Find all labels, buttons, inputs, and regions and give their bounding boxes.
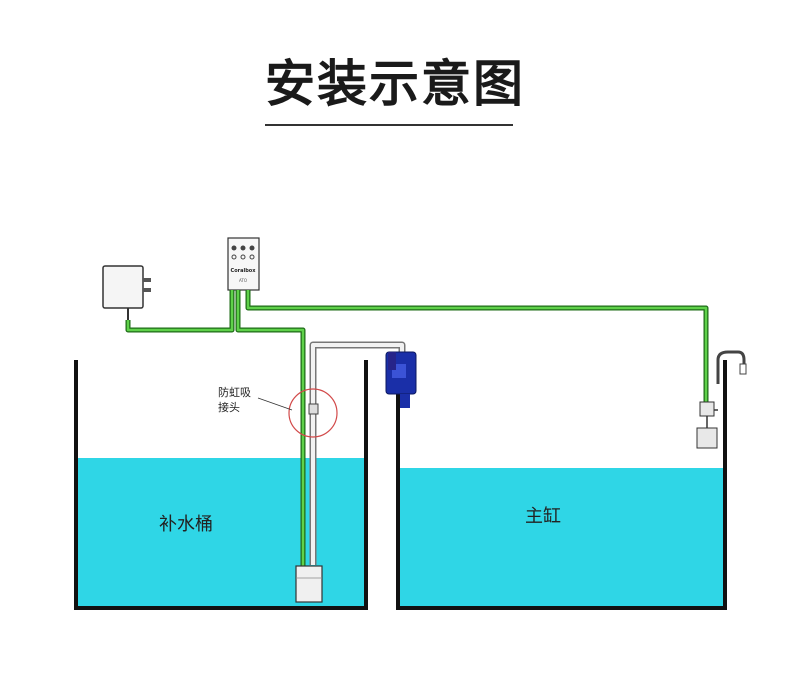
title-underline [265, 124, 513, 126]
reservoir-bucket [74, 360, 368, 610]
controller-brand: Coralbox [231, 268, 257, 274]
power-adapter-icon [102, 265, 151, 320]
anti-siphon-label-line1: 防虹吸 [218, 385, 251, 399]
anti-siphon-callout-leader [257, 397, 293, 411]
controller-icon: Coralbox ATO [227, 237, 260, 291]
cables [125, 290, 709, 568]
main-tank-water [400, 468, 723, 608]
main-tank [396, 360, 727, 610]
controller-model: ATO [239, 278, 247, 283]
optical-sensor-icon [696, 350, 747, 449]
pump-icon [295, 565, 323, 603]
float-sensor-icon [385, 351, 417, 408]
reservoir-label: 补水桶 [159, 514, 213, 535]
anti-siphon-callout-circle [288, 388, 338, 438]
anti-siphon-joint [308, 403, 319, 415]
main-tank-label: 主缸 [525, 505, 561, 527]
anti-siphon-label-line2: 接头 [218, 401, 240, 414]
page-title: 安装示意图 [265, 55, 525, 113]
